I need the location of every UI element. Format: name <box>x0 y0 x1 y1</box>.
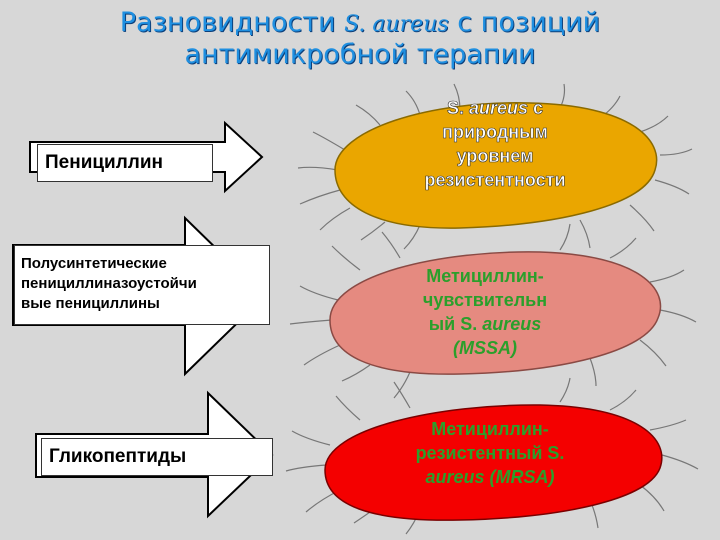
bacterium-2 <box>289 223 697 399</box>
bacterium-2-label-line: Метициллин- <box>385 264 585 288</box>
label-text: ый S. <box>428 314 483 334</box>
drug-label-penicillin: Пенициллин <box>37 144 213 182</box>
bacterium-1-body <box>334 102 658 229</box>
title-species: S. aureus <box>344 12 449 37</box>
bacterium-3-label-line: Метициллин- <box>375 417 605 441</box>
label-text: природным <box>442 122 548 143</box>
label-text: резистентный S. <box>415 443 565 463</box>
bacterium-3-label-line: резистентный S. <box>375 441 605 465</box>
label-text: чувствительн <box>422 290 548 310</box>
bacterium-2-label-line: (MSSA) <box>385 336 585 360</box>
label-text: Метициллин- <box>431 419 549 439</box>
drug-label-semisynthetic: Полусинтетические пенициллиназоустойчи в… <box>14 245 270 325</box>
label-text: aureus <box>482 314 542 334</box>
bacterium-1-label-line: природным <box>395 120 595 144</box>
page-title: Разновидности S. aureus с позиций <box>0 8 720 40</box>
bacterium-1-label-line: S. aureus с <box>395 96 595 120</box>
bacterium-2-label-line: ый S. aureus <box>385 312 585 336</box>
page-subtitle: антимикробной терапии <box>184 39 536 70</box>
drug-2-line: пенициллиназоустойчи <box>21 275 197 292</box>
title-post: с позиций <box>448 7 601 38</box>
bacterium-2-label-line: чувствительн <box>385 288 585 312</box>
bacterium-1 <box>297 83 693 250</box>
drug-2-line: Полусинтетические <box>21 255 167 272</box>
label-text: с <box>528 98 544 119</box>
bacterium-2-body <box>329 251 662 375</box>
bacterium-3-label: Метициллин-резистентный S. aureus (MRSA) <box>375 417 605 489</box>
bacterium-3-body <box>324 404 663 521</box>
drug-2-line: вые пенициллины <box>21 295 160 312</box>
bacterium-3-label-line: aureus (MRSA) <box>375 465 605 489</box>
bacterium-1-label-line: резистентности <box>395 168 595 192</box>
label-text: S. <box>446 98 469 119</box>
label-text: уровнем <box>456 146 534 167</box>
label-text: (MSSA) <box>453 338 517 358</box>
bacterium-3 <box>285 377 699 535</box>
label-text: aureus (MRSA) <box>425 467 555 487</box>
drug-label-glycopeptides: Гликопептиды <box>41 438 273 476</box>
label-text: aureus <box>468 98 529 119</box>
label-text: Метициллин- <box>426 266 544 286</box>
bacterium-1-label-line: уровнем <box>395 144 595 168</box>
title-pre: Разновидности <box>119 7 345 38</box>
label-text: резистентности <box>424 170 566 191</box>
